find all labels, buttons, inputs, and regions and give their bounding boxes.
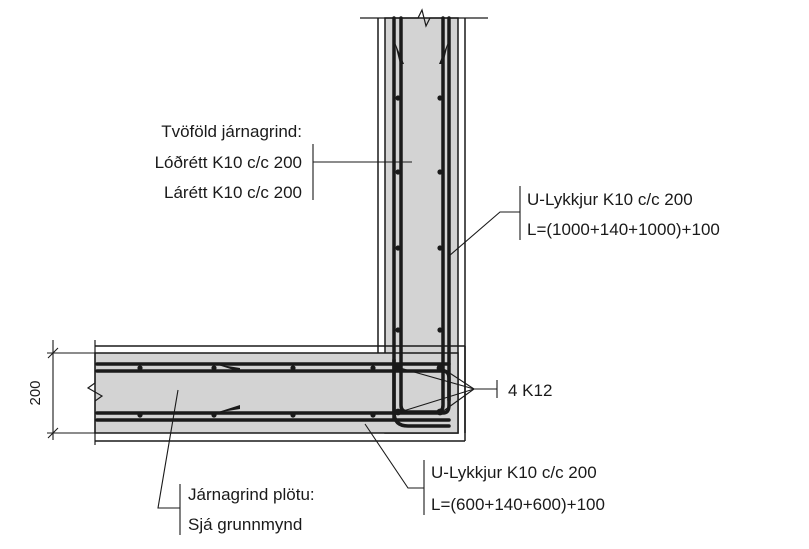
wall-ubar-name: U-Lykkjur K10 c/c 200: [527, 190, 693, 209]
leader-lines: [157, 144, 521, 535]
slab-ubar-name: U-Lykkjur K10 c/c 200: [431, 463, 597, 482]
slab-break-line: [86, 340, 104, 445]
slab-mesh-note: Sjá grunnmynd: [188, 515, 302, 534]
wall-mesh-horizontal: Lárétt K10 c/c 200: [164, 183, 302, 202]
wall-mesh-title: Tvöföld járnagrind:: [161, 122, 302, 141]
concrete-section: [86, 8, 488, 445]
wall-mesh-vertical: Lóðrétt K10 c/c 200: [155, 153, 302, 172]
lap-markers: [215, 40, 449, 413]
wall-ubar-length: L=(1000+140+1000)+100: [527, 220, 720, 239]
slab-u-bar: [95, 369, 451, 415]
dimension-label: 200: [27, 380, 44, 405]
wall-break-line: [360, 8, 488, 28]
rebar-dots: [137, 95, 444, 418]
corner-bars-label: 4 K12: [508, 381, 552, 400]
slab-ubar-length: L=(600+140+600)+100: [431, 495, 605, 514]
slab-mesh-title: Járnagrind plötu:: [188, 485, 315, 504]
dimension-200: [47, 340, 95, 440]
annotations: Tvöföld járnagrind: Lóðrétt K10 c/c 200 …: [155, 122, 720, 534]
reinforcement: [95, 16, 451, 428]
